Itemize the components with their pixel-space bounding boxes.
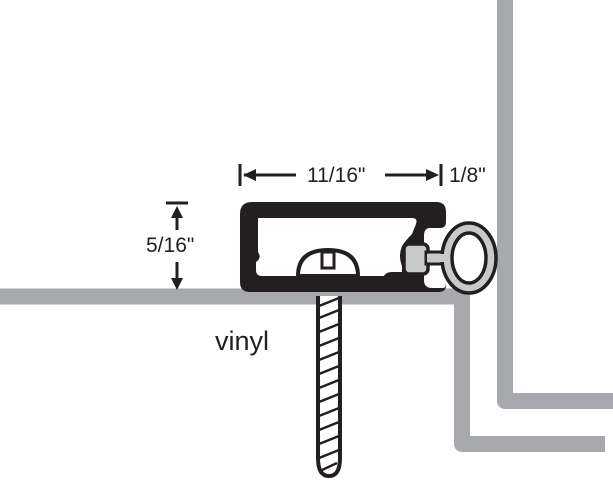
seal-anchor <box>402 242 430 276</box>
width-dimension-label: 11/16" <box>307 164 366 187</box>
dimension-width <box>238 164 443 186</box>
screw-head <box>295 247 361 278</box>
door-frame <box>0 0 613 452</box>
seal-dimension-label: 1/8" <box>449 164 486 187</box>
screw-slot <box>320 250 336 270</box>
material-label: vinyl <box>215 326 270 356</box>
height-dimension-label: 5/16" <box>146 234 195 257</box>
floor-and-step <box>0 288 605 452</box>
screw <box>316 296 342 479</box>
dimension-height <box>166 201 188 290</box>
door-edge-outer <box>497 0 613 409</box>
screw-threads <box>318 296 340 472</box>
bulb-seal <box>402 221 498 295</box>
threshold-profile <box>240 202 446 292</box>
